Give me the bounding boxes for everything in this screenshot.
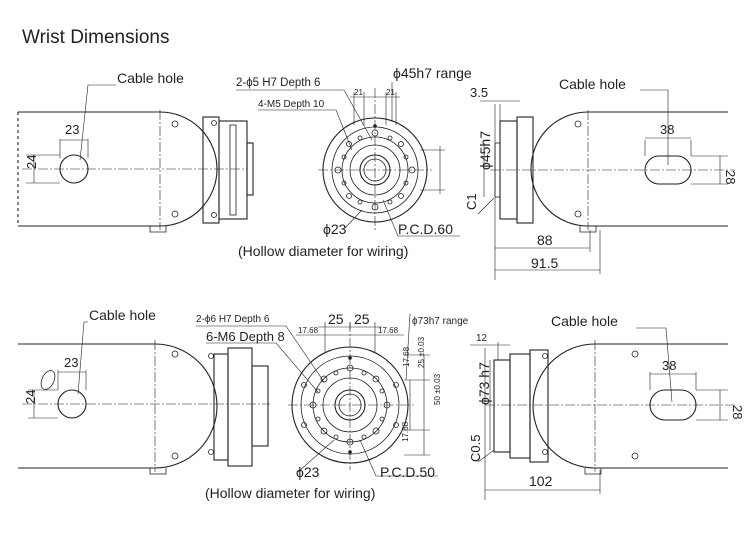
bottom-left-arm-view (18, 321, 270, 475)
cable-hole-label-right-2: Cable hole (551, 313, 618, 329)
cable-hole-label-2: Cable hole (89, 307, 156, 323)
dim-17-68-label-d: 17.68 (401, 421, 410, 442)
dim-phi45-label: ϕ45h7 (477, 131, 493, 170)
hollow-note-2: (Hollow diameter for wiring) (205, 485, 375, 501)
top-flange-view (236, 82, 460, 237)
top-left-arm-view (17, 84, 254, 233)
dim-25b-label: 25 (354, 311, 370, 327)
range-label: ϕ45h7 range (393, 65, 472, 81)
chamfer-label-2: C0.5 (468, 435, 483, 462)
bottom-flange-view (196, 313, 438, 477)
chamfer-label: C1 (464, 193, 479, 210)
tapped-pin-label: 2-ϕ5 H7 Depth 6 (236, 77, 320, 89)
dim-24-label: 24 (24, 155, 39, 169)
dim-23-label-2: 23 (64, 355, 78, 370)
dim-28-label-2: 28 (730, 405, 745, 419)
dim-23-label: 23 (65, 122, 79, 137)
dim-50-tol-label: 50 ±0.03 (433, 373, 442, 405)
dim-17-68-label: 17.68 (298, 326, 319, 335)
hollow-diameter-label-2: ϕ23 (296, 464, 320, 480)
cable-hole-label: Cable hole (117, 70, 184, 86)
dim-38-label: 38 (660, 122, 674, 137)
tapped-pin-label-2: 2-ϕ6 H7 Depth 6 (196, 314, 270, 325)
top-right-arm-view (477, 89, 735, 280)
dim-28-label: 28 (723, 170, 738, 184)
cable-hole-slot-2 (649, 389, 697, 421)
dim-phi73-label: ϕ73 h7 (476, 362, 492, 405)
tapped-screw-label-2: 6-M6 Depth 8 (206, 329, 285, 344)
pcd-label: P.C.D.60 (398, 221, 453, 237)
bottom-right-arm-view (470, 327, 735, 500)
dim-25-tol-label: 25 ±0.03 (417, 336, 426, 368)
range-label-2: ϕ73h7 range (412, 316, 469, 327)
drawing-title: Wrist Dimensions (22, 27, 169, 48)
pcd-label-2: P.C.D.50 (380, 464, 435, 480)
dim-91-5-label: 91.5 (531, 255, 558, 271)
dim-25a-label: 25 (328, 311, 344, 327)
dim-12-label: 12 (476, 333, 488, 344)
dim-17-68-label-c: 17.68 (402, 346, 411, 367)
hollow-note: (Hollow diameter for wiring) (238, 243, 408, 259)
cable-hole-label-right: Cable hole (559, 76, 626, 92)
dim-24-label-2: 24 (23, 390, 38, 404)
dim-3-5-label: 3.5 (470, 85, 488, 100)
dim-21b-label: 21 (386, 88, 395, 97)
dim-38-label-2: 38 (662, 358, 676, 373)
dim-88-label: 88 (537, 232, 553, 248)
dim-17-68-label-b: 17.68 (378, 326, 399, 335)
hollow-diameter-label: ϕ23 (323, 221, 347, 237)
tapped-screw-label: 4-M5 Depth 10 (258, 99, 325, 110)
dim-21-label: 21 (354, 88, 363, 97)
dim-102-label: 102 (529, 473, 553, 489)
